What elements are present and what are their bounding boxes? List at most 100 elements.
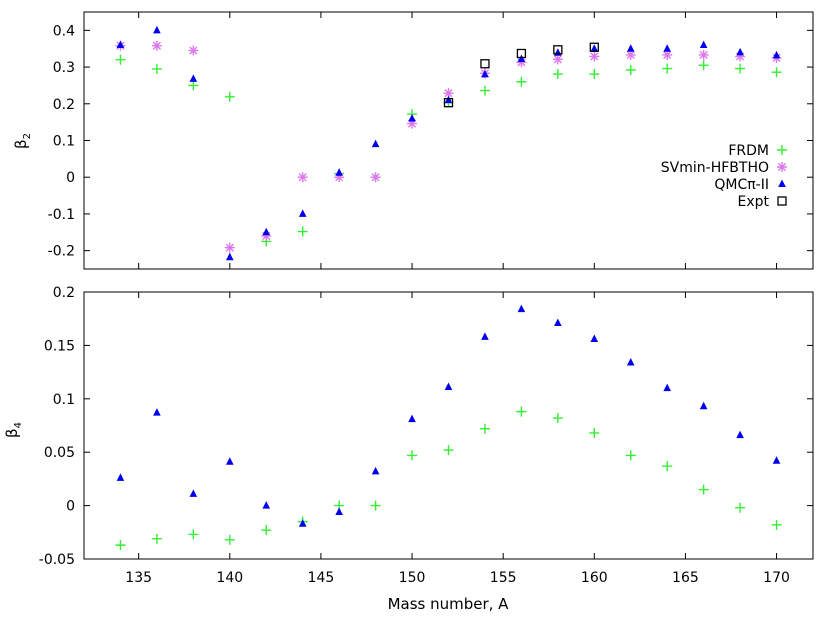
beta2-x-tick-marks <box>138 12 778 269</box>
legend-item-svmin-hfbtho: SVmin-HFBTHO <box>661 160 787 176</box>
beta4-y-tick-label: 0.15 <box>44 338 75 354</box>
beta2-point-plus <box>662 63 673 74</box>
beta2-point-triangle <box>371 139 380 148</box>
legend-item-expt: Expt <box>737 194 787 210</box>
beta2-point-triangle <box>736 47 744 56</box>
beta2-y-tick-label: 0.3 <box>53 60 75 76</box>
beta4-point-plus <box>443 445 454 456</box>
beta4-point-plus <box>407 450 418 461</box>
beta2-point-triangle <box>626 44 635 52</box>
beta2-point-plus <box>771 67 782 78</box>
beta4-series-plus <box>115 406 782 551</box>
beta4-point-plus <box>188 529 199 540</box>
beta4-point-triangle <box>371 466 380 475</box>
beta2-point-asterisk <box>443 88 454 99</box>
beta2-y-axis-label: β2 <box>12 133 33 149</box>
beta2-point-triangle <box>772 50 781 59</box>
beta2-point-asterisk <box>735 51 746 62</box>
beta2-y-axis-label-main: β <box>12 139 30 149</box>
legend-item-qmc-ii: QMCπ-II <box>714 177 786 193</box>
legend-label: Expt <box>737 194 769 210</box>
beta4-point-plus <box>589 427 600 438</box>
beta4-point-triangle <box>699 401 708 410</box>
beta2-point-asterisk <box>334 172 345 183</box>
beta4-plot-frame <box>83 291 814 560</box>
beta2-point-asterisk <box>370 172 381 183</box>
beta2-point-triangle <box>554 48 562 56</box>
beta2-point-triangle <box>663 44 671 52</box>
beta4-point-plus <box>151 533 162 544</box>
beta4-point-triangle <box>481 332 489 340</box>
legend-marker-plus <box>777 145 787 155</box>
beta4-point-triangle <box>298 519 307 527</box>
beta4-point-triangle <box>772 456 781 464</box>
beta4-y-tick-label: 0 <box>66 499 75 515</box>
beta2-y-tick-label: 0 <box>66 170 75 186</box>
beta2-point-asterisk <box>662 49 673 60</box>
beta2-point-asterisk <box>297 172 308 183</box>
x-tick-label: 160 <box>581 570 608 586</box>
beta2-point-square <box>589 42 599 52</box>
beta2-point-plus <box>224 91 235 102</box>
beta2-point-asterisk <box>552 54 563 65</box>
legend-marker-square <box>777 196 787 206</box>
x-axis-label: Mass number, A <box>388 595 510 613</box>
legend-marker-asterisk <box>777 162 787 172</box>
beta4-point-triangle <box>444 382 453 391</box>
beta2-point-plus <box>516 76 527 87</box>
beta2-point-plus <box>297 226 308 237</box>
beta2-panel: 0.40.30.20.10-0.1-0.2 β2 FRDMSVmin-HFBTH… <box>12 11 814 270</box>
beta2-point-square <box>480 59 490 69</box>
beta2-point-plus <box>115 54 126 65</box>
beta4-point-triangle <box>663 383 671 392</box>
beta2-point-plus <box>735 63 746 74</box>
beta4-point-plus <box>552 413 563 424</box>
beta4-y-tick-label: 0.2 <box>53 285 75 301</box>
beta4-point-triangle <box>590 334 599 342</box>
beta4-point-triangle <box>189 489 198 497</box>
beta2-point-triangle <box>189 74 198 82</box>
x-tick-label: 165 <box>672 570 699 586</box>
beta2-data-points <box>115 25 782 261</box>
beta2-point-plus <box>188 80 199 91</box>
beta2-point-triangle <box>481 69 489 78</box>
beta2-point-triangle <box>590 44 599 52</box>
beta4-point-triangle <box>262 501 271 509</box>
beta4-point-plus <box>516 406 527 417</box>
beta2-y-axis: 0.40.30.20.10-0.1-0.2 <box>48 23 813 260</box>
beta2-point-plus <box>151 63 162 74</box>
beta2-point-triangle <box>408 113 416 122</box>
beta4-point-plus <box>261 525 272 536</box>
beta4-point-triangle <box>153 408 161 416</box>
beta2-series-qmc-ii <box>116 25 781 261</box>
x-tick-label: 140 <box>216 570 243 586</box>
beta2-point-plus <box>479 85 490 96</box>
x-tick-label: 155 <box>490 570 517 586</box>
beta2-y-tick-label: -0.2 <box>48 244 75 260</box>
beta4-y-tick-label: -0.05 <box>39 552 75 568</box>
legend-marker-triangle <box>778 179 786 187</box>
beta2-point-asterisk <box>407 118 418 129</box>
beta4-point-plus <box>698 484 709 495</box>
beta4-point-triangle <box>226 457 234 465</box>
beta2-point-triangle <box>153 25 161 34</box>
beta4-point-triangle <box>335 507 343 516</box>
beta4-point-plus <box>479 423 490 434</box>
beta2-point-square <box>443 98 454 108</box>
beta4-y-axis-label-main: β <box>3 428 21 438</box>
legend-label: FRDM <box>728 143 769 159</box>
beta2-point-triangle <box>699 40 708 49</box>
x-tick-label: 145 <box>308 570 335 586</box>
beta2-point-asterisk <box>698 49 709 60</box>
beta2-point-asterisk <box>625 49 636 60</box>
beta2-point-asterisk <box>188 45 199 56</box>
beta4-point-triangle <box>626 357 635 366</box>
beta4-point-triangle <box>408 414 416 423</box>
beta2-y-tick-label: 0.1 <box>53 134 75 150</box>
beta4-point-plus <box>735 502 746 513</box>
beta2-point-plus <box>552 69 563 80</box>
beta2-series-svmin-hfbtho <box>115 40 782 253</box>
